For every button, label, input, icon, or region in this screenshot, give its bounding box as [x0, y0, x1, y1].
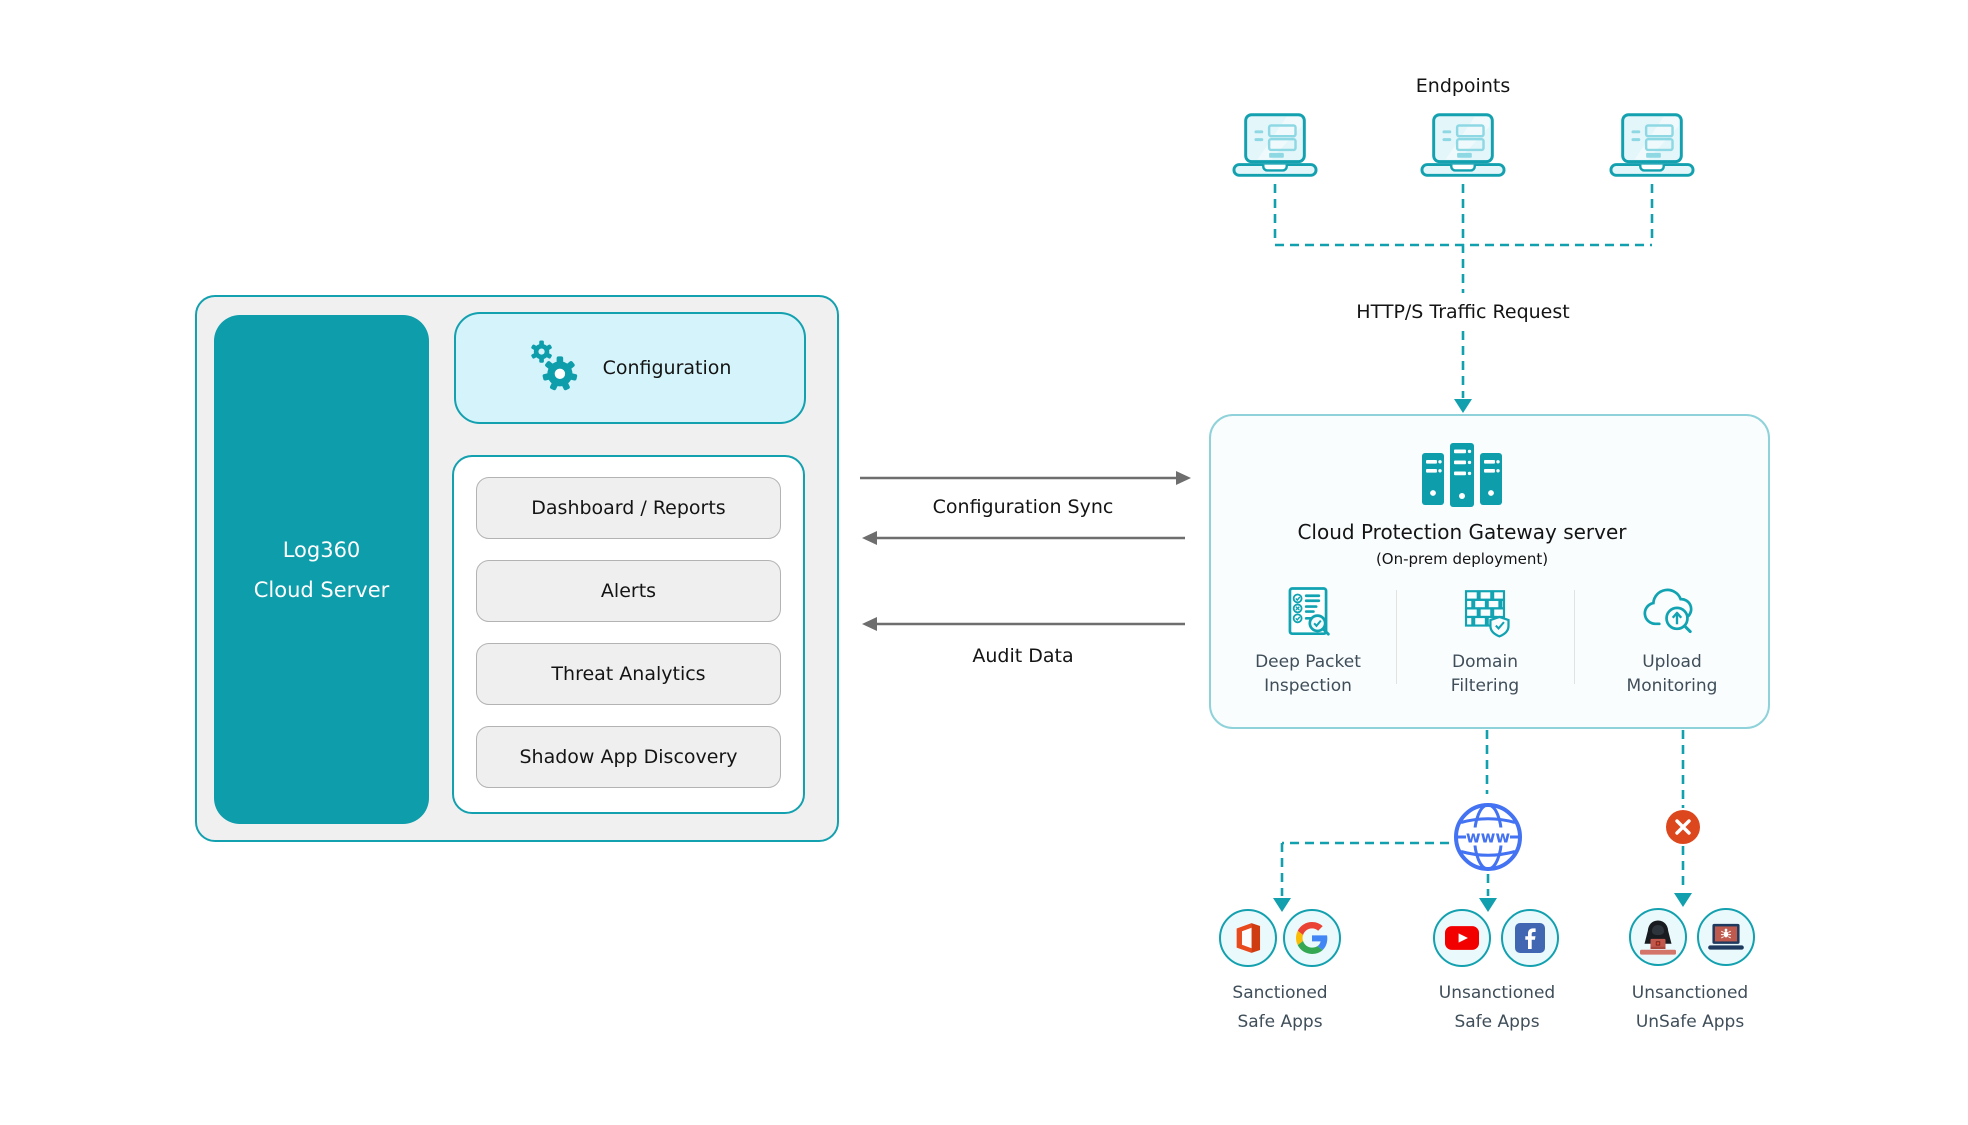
- feature-label-line2: Monitoring: [1626, 676, 1718, 696]
- office-icon: [1236, 923, 1261, 953]
- gateway-subtitle: (On-prem deployment): [1375, 550, 1549, 568]
- configuration-sync-label: Configuration Sync: [932, 496, 1114, 518]
- www-globe-icon: www: [1450, 799, 1526, 875]
- feature-label-line1: Upload: [1642, 652, 1702, 672]
- feature-divider: [1396, 590, 1397, 684]
- unsanctioned-safe-apps-label: Unsanctioned Safe Apps: [1438, 983, 1556, 1032]
- https-traffic-request-label: HTTP/S Traffic Request: [1350, 301, 1576, 323]
- cloud-upload-monitor-icon: [1643, 588, 1693, 634]
- office-app-circle: [1219, 909, 1277, 967]
- globe-www-label: www: [1466, 828, 1511, 847]
- module-threat-analytics: Threat Analytics: [476, 643, 781, 705]
- module-dashboard-reports: Dashboard / Reports: [476, 477, 781, 539]
- feature-upload-monitoring: Upload Monitoring: [1574, 584, 1770, 698]
- youtube-icon: [1445, 926, 1479, 950]
- log360-cloud-server-container: Log360 Cloud Server: [195, 295, 839, 842]
- feature-divider: [1574, 590, 1575, 684]
- server-rack-icon: [1422, 443, 1502, 507]
- facebook-icon: [1515, 923, 1545, 953]
- log360-modules-block: Dashboard / Reports Alerts Threat Analyt…: [452, 455, 805, 814]
- unsanctioned-unsafe-apps-label: Unsanctioned UnSafe Apps: [1631, 983, 1749, 1032]
- firewall-icon: [1464, 590, 1510, 638]
- configuration-label: Configuration: [602, 357, 732, 379]
- feature-deep-packet-inspection: Deep Packet Inspection: [1218, 584, 1398, 698]
- feature-label-line2: Inspection: [1264, 676, 1352, 696]
- settings-gears-icon: [529, 340, 585, 396]
- module-alerts: Alerts: [476, 560, 781, 622]
- youtube-app-circle: [1433, 909, 1491, 967]
- module-shadow-app-discovery: Shadow App Discovery: [476, 726, 781, 788]
- laptop-icon: [1609, 113, 1695, 177]
- log360-server-block: Log360 Cloud Server: [214, 315, 429, 824]
- malware-laptop-app-circle: [1697, 908, 1755, 966]
- malware-laptop-icon: [1708, 923, 1744, 950]
- cloud-protection-gateway-box: Cloud Protection Gateway server (On-prem…: [1209, 414, 1770, 729]
- gateway-title: Cloud Protection Gateway server: [1297, 520, 1627, 544]
- google-icon: [1296, 922, 1328, 954]
- sanctioned-safe-apps-label: Sanctioned Safe Apps: [1232, 983, 1328, 1032]
- hacker-app-circle: [1629, 908, 1687, 966]
- blocked-x-icon: [1666, 810, 1700, 844]
- packet-inspection-icon: [1288, 587, 1330, 636]
- laptop-icon: [1232, 113, 1318, 177]
- log360-title-line2: Cloud Server: [253, 577, 390, 602]
- endpoints-title: Endpoints: [1415, 75, 1511, 97]
- hacker-icon: [1640, 920, 1676, 955]
- feature-label-line1: Domain: [1452, 652, 1518, 672]
- google-app-circle: [1283, 909, 1341, 967]
- laptop-icon: [1420, 113, 1506, 177]
- configuration-block: Configuration: [454, 312, 806, 424]
- audit-data-label: Audit Data: [972, 645, 1074, 667]
- feature-label-line2: Filtering: [1450, 676, 1520, 696]
- facebook-app-circle: [1501, 909, 1559, 967]
- feature-domain-filtering: Domain Filtering: [1396, 584, 1574, 698]
- log360-title-line1: Log360: [282, 537, 361, 562]
- feature-label-line1: Deep Packet: [1255, 652, 1361, 672]
